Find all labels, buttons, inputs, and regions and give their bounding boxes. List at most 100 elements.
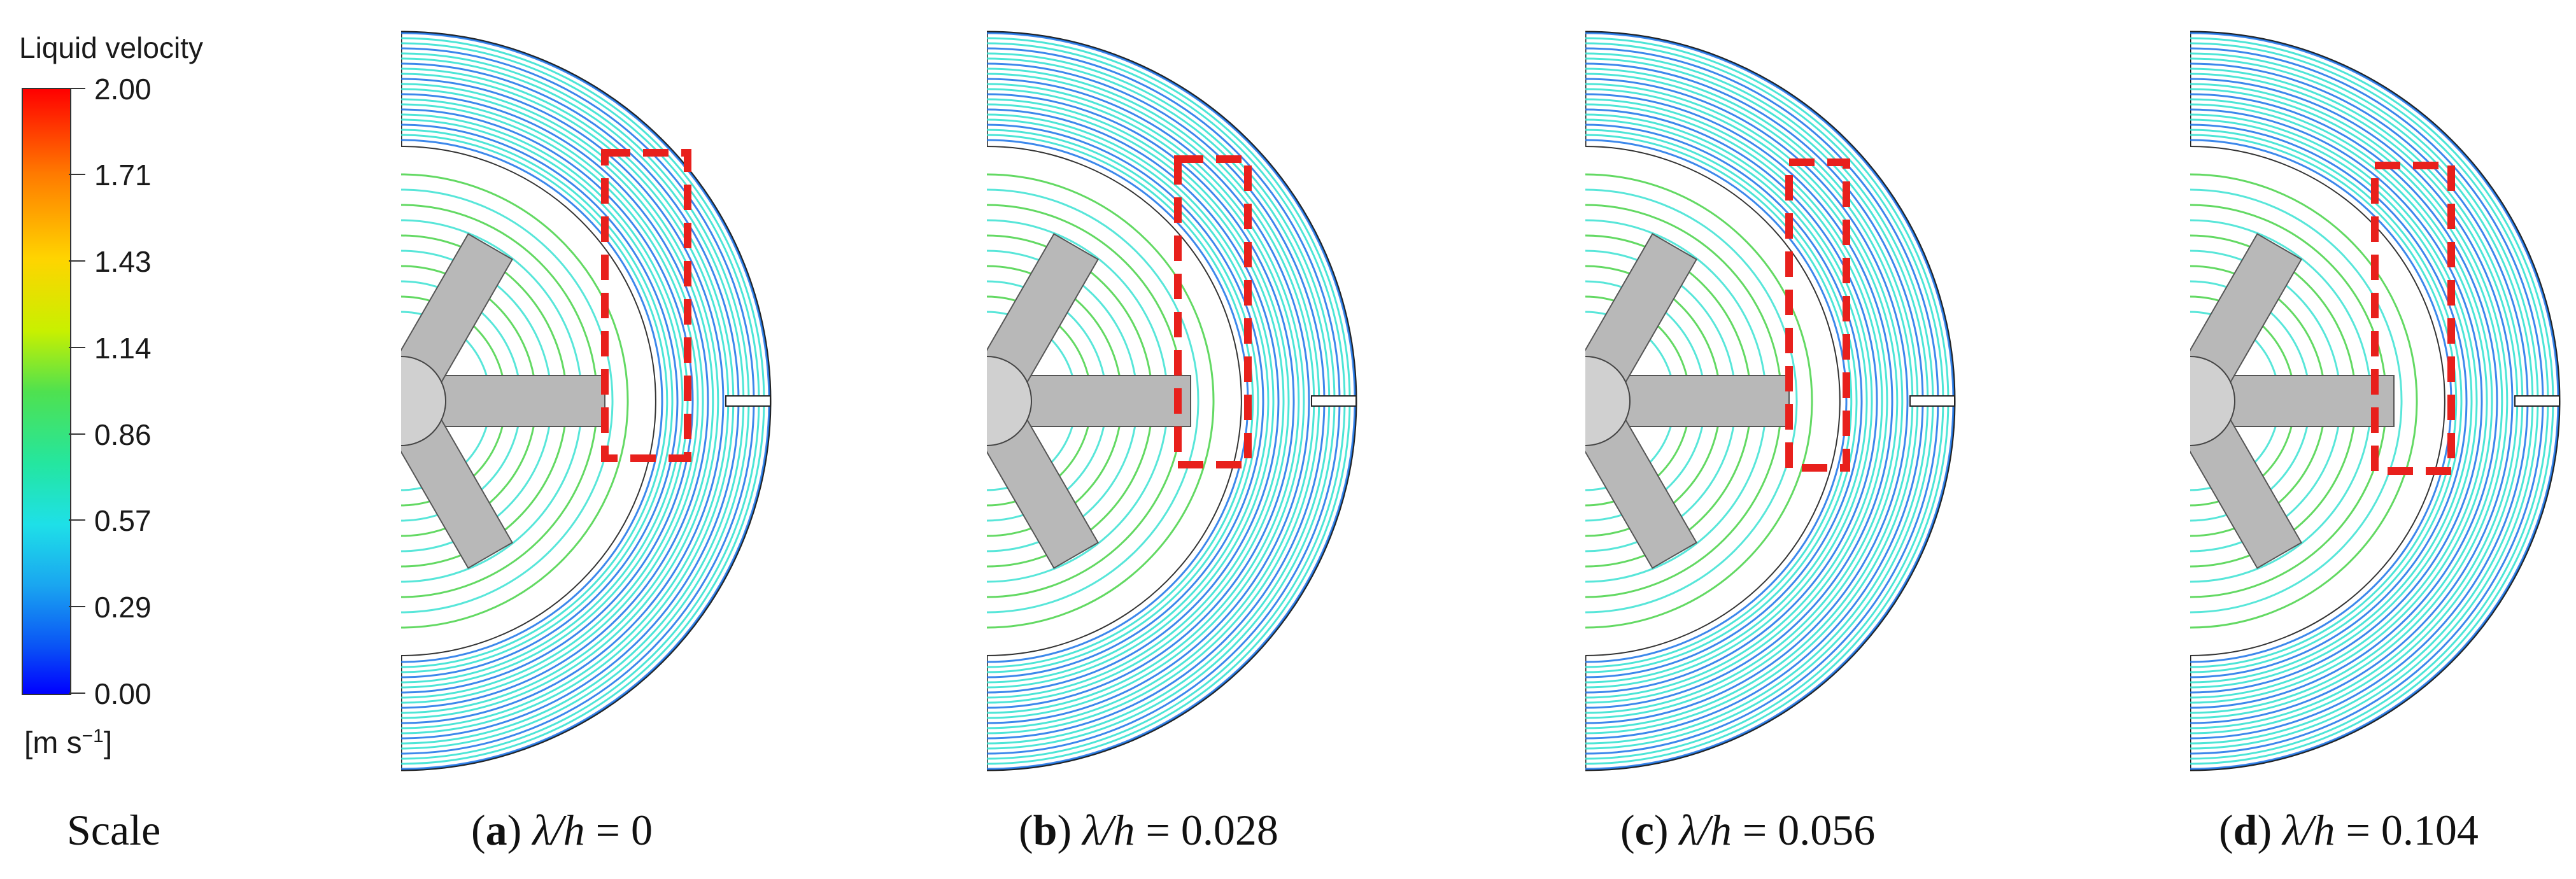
tick-label: 2.00 — [94, 73, 152, 106]
streamline — [400, 108, 694, 694]
caption-b: (b) λ/h = 0.028 — [1019, 806, 1278, 854]
streamline — [2190, 118, 2473, 684]
streamline — [986, 108, 1280, 694]
streamline — [400, 88, 714, 714]
legend-title: Liquid velocity — [19, 31, 203, 64]
highlight-box — [1785, 158, 1850, 472]
velocity-colorbar — [22, 88, 71, 695]
streamline — [1585, 78, 1909, 724]
streamline — [986, 103, 1285, 699]
streamline-figure-b — [942, 31, 1357, 771]
streamline — [400, 123, 679, 679]
baffle — [2514, 395, 2560, 407]
streamline — [400, 173, 629, 629]
streamline — [986, 129, 1259, 673]
streamline-figure-a — [356, 31, 772, 771]
streamline — [1585, 108, 1878, 694]
streamline — [1585, 173, 1813, 629]
baffle — [1909, 395, 1955, 407]
streamline — [2190, 123, 2468, 679]
tick-mark — [69, 693, 85, 694]
tick-mark — [69, 347, 85, 348]
streamline — [400, 134, 669, 668]
streamline — [986, 93, 1295, 709]
tick-label: 0.86 — [94, 418, 152, 451]
panel-c-streamlines — [1540, 25, 1993, 777]
streamline — [1585, 88, 1899, 714]
streamline — [1585, 98, 1888, 704]
streamline — [2190, 98, 2493, 704]
highlight-box — [2371, 162, 2455, 475]
highlight-box — [1174, 155, 1252, 468]
panel-b-streamlines — [942, 25, 1394, 777]
streamline — [2190, 93, 2498, 709]
legend-units: [m s−1] — [24, 726, 113, 760]
streamline — [2190, 188, 2403, 614]
streamline — [2190, 129, 2463, 673]
tick-label: 0.29 — [94, 591, 152, 624]
tick-mark — [69, 606, 85, 607]
color-scale-legend: Liquid velocity 2.00 1.71 1.43 1.14 0.86… — [0, 0, 331, 879]
streamline — [2190, 83, 2509, 719]
streamline — [1585, 139, 1848, 663]
impeller-blade — [2228, 375, 2395, 427]
tick-label: 0.00 — [94, 677, 152, 710]
streamline — [986, 134, 1254, 668]
baffle — [1311, 395, 1357, 407]
tick-mark — [69, 519, 85, 521]
streamline — [1585, 123, 1863, 679]
streamline — [1585, 103, 1883, 699]
streamline — [1585, 83, 1904, 719]
streamline — [2190, 78, 2514, 724]
panel-a-streamlines — [356, 25, 809, 777]
streamline — [1585, 113, 1873, 689]
streamline — [400, 93, 709, 709]
impeller-blade — [439, 375, 605, 427]
streamline — [986, 118, 1270, 684]
streamline — [400, 83, 719, 719]
streamline — [400, 188, 614, 614]
streamline — [986, 173, 1215, 629]
caption-scale: Scale — [67, 806, 161, 854]
impeller-blade — [1623, 375, 1790, 427]
streamline — [1585, 134, 1853, 668]
streamline — [2190, 173, 2418, 629]
streamline — [2190, 88, 2503, 714]
tick-mark — [69, 174, 85, 175]
tick-mark — [69, 433, 85, 435]
streamline — [1585, 129, 1858, 673]
streamline — [986, 123, 1264, 679]
tick-label: 1.43 — [94, 245, 152, 278]
streamline — [400, 78, 725, 724]
panel-d-streamlines — [2145, 25, 2576, 777]
highlight-box — [601, 149, 691, 462]
caption-d: (d) λ/h = 0.104 — [2219, 806, 2479, 854]
streamline — [986, 83, 1305, 719]
streamline-figure-d — [2145, 31, 2561, 771]
streamline — [1585, 118, 1868, 684]
streamline — [986, 113, 1275, 689]
streamline — [400, 103, 699, 699]
tick-mark — [69, 88, 85, 89]
streamline — [400, 129, 674, 673]
streamline — [2190, 103, 2488, 699]
caption-a: (a) λ/h = 0 — [471, 806, 653, 854]
caption-c: (c) λ/h = 0.056 — [1620, 806, 1876, 854]
impeller-blade — [1024, 375, 1191, 427]
streamline — [1585, 93, 1893, 709]
streamline — [2190, 108, 2483, 694]
streamline — [2190, 134, 2458, 668]
streamline-figure-c — [1540, 31, 1956, 771]
tick-label: 1.71 — [94, 158, 152, 192]
tick-mark — [69, 260, 85, 262]
tick-label: 0.57 — [94, 504, 152, 537]
tick-label: 1.14 — [94, 332, 152, 365]
streamline — [986, 98, 1290, 704]
streamline — [400, 98, 704, 704]
baffle — [725, 395, 771, 407]
streamline — [1585, 188, 1798, 614]
streamline — [400, 118, 684, 684]
streamline — [400, 139, 663, 663]
streamline — [986, 88, 1300, 714]
streamline — [986, 188, 1200, 614]
